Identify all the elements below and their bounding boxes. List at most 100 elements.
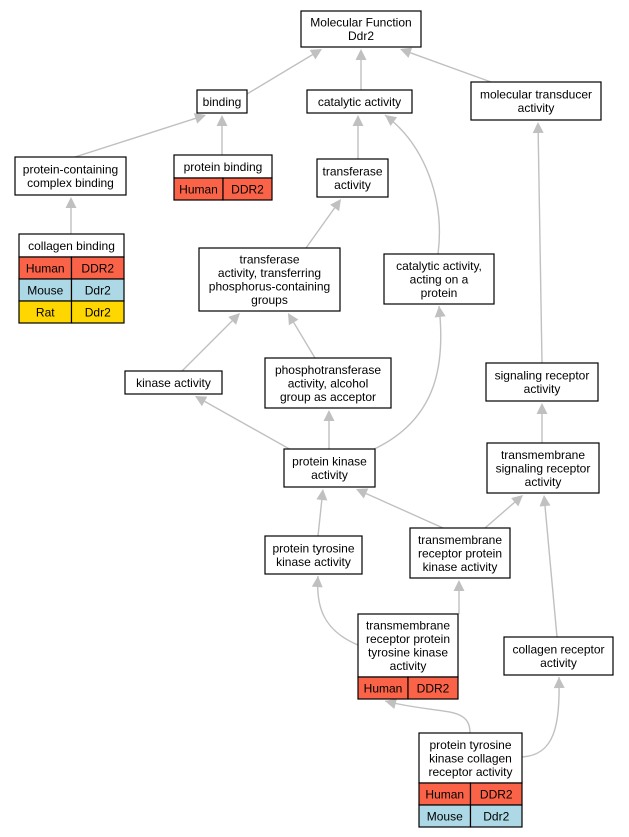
edge-line [484,501,516,529]
gene-label: Ddr2 [85,283,111,297]
species-label: Human [179,182,218,196]
node-label-line: protein kinase [292,455,367,469]
gene-label: Ddr2 [85,305,111,319]
node-binding[interactable]: binding [196,89,248,114]
edge-line [409,51,492,83]
node-label-line: protein tyrosine [429,738,511,752]
node-label-line: transmembrane [418,533,502,547]
edge-transferase-activity-transferring-phosphorus-to-transferase-activity [305,199,341,249]
node-label-line: activity [311,468,348,482]
node-label-line: kinase activity [423,560,498,574]
node-box [503,636,614,676]
node-label-line: activity, alcohol [288,376,368,390]
node-kinase-activity[interactable]: kinase activity [124,370,223,395]
node-box [383,253,495,305]
edge-protein-tyrosine-kinase-collagen-receptor-activity-to-transmembrane-receptor-protein-tyrosine-kinase-activity [384,698,471,734]
edge-transmembrane-receptor-protein-tyrosine-kinase-activity-to-transmembrane-receptor-protein-kinase-activity [453,580,465,614]
edge-collagen-receptor-activity-to-transmembrane-signaling-receptor-activity [539,495,558,638]
node-box [264,535,363,575]
gene-label: DDR2 [81,261,114,275]
edge-line [74,117,197,158]
edge-protein-tyrosine-kinase-activity-to-protein-kinase-activity [316,489,328,537]
annotation-row-human: Human DDR2 [173,177,273,201]
node-box [14,156,127,196]
node-box [264,357,392,409]
node-label-line: protein binding [184,160,263,174]
node-catalytic-activity[interactable]: catalytic activity [306,89,413,114]
node-label-line: activity [390,659,427,673]
node-label-line: receptor activity [428,765,512,779]
node-label-line: protein tyrosine [272,542,354,556]
node-label-line: receptor protein [418,546,502,560]
node-box [306,89,413,114]
arrow-head [288,313,299,326]
node-box [409,527,511,579]
arrow-head [356,488,369,499]
node-label-line: signaling receptor [496,461,591,475]
node-label-line: activity [540,656,577,670]
arrow-head [330,199,341,212]
edge-protein-tyrosine-kinase-collagen-receptor-activity-to-collagen-receptor-activity [521,676,565,758]
arrow-head [385,115,398,126]
arrow-head [536,403,548,414]
node-label-line: complex binding [27,176,114,190]
species-label: Human [425,787,464,801]
edge-line [292,321,316,359]
edge-line [317,498,323,537]
annotation-row-human: Human DDR2 [18,256,125,280]
gene-label: DDR2 [231,182,264,196]
species-label: Rat [36,305,55,319]
arrow-head [539,495,551,507]
node-label-line: binding [203,95,242,109]
arrow-head [309,49,322,60]
node-box [470,81,602,121]
edge-protein-kinase-activity-to-phosphotransferase-activity [323,410,335,449]
arrow-head [553,677,565,689]
node-label-line: transferase [322,165,382,179]
node-label-line: catalytic activity [318,95,401,109]
node-box [196,89,248,114]
species-label: Human [26,261,65,275]
arrow-head [355,49,367,60]
edge-protein-kinase-activity-to-catalytic-activity-acting-on-a-protein [369,305,446,452]
node-label-line: protein-containing [23,163,118,177]
arrow-head [532,122,544,134]
node-label-line: kinase activity [136,376,211,390]
gene-label: Ddr2 [483,809,509,823]
node-label-line: transmembrane [501,448,585,462]
edge-protein-binding-to-binding [216,115,228,155]
edge-line [181,319,234,372]
node-label-line: transferase [239,253,299,267]
node-label-line: collagen binding [28,239,115,253]
node-label-line: signaling receptor [495,369,590,383]
edge-binding-to-molecular-function [246,49,322,95]
gene-label: DDR2 [417,681,450,695]
arrow-head [385,698,397,709]
edge-catalytic-activity-acting-on-a-protein-to-catalytic-activity [384,114,441,255]
edge-transmembrane-receptor-protein-kinase-activity-to-transmembrane-signaling-receptor-activity [484,495,523,529]
edge-signaling-receptor-activity-to-molecular-transducer-activity [532,122,544,364]
gene-cell [407,676,459,700]
node-label-line: Ddr2 [348,29,374,43]
